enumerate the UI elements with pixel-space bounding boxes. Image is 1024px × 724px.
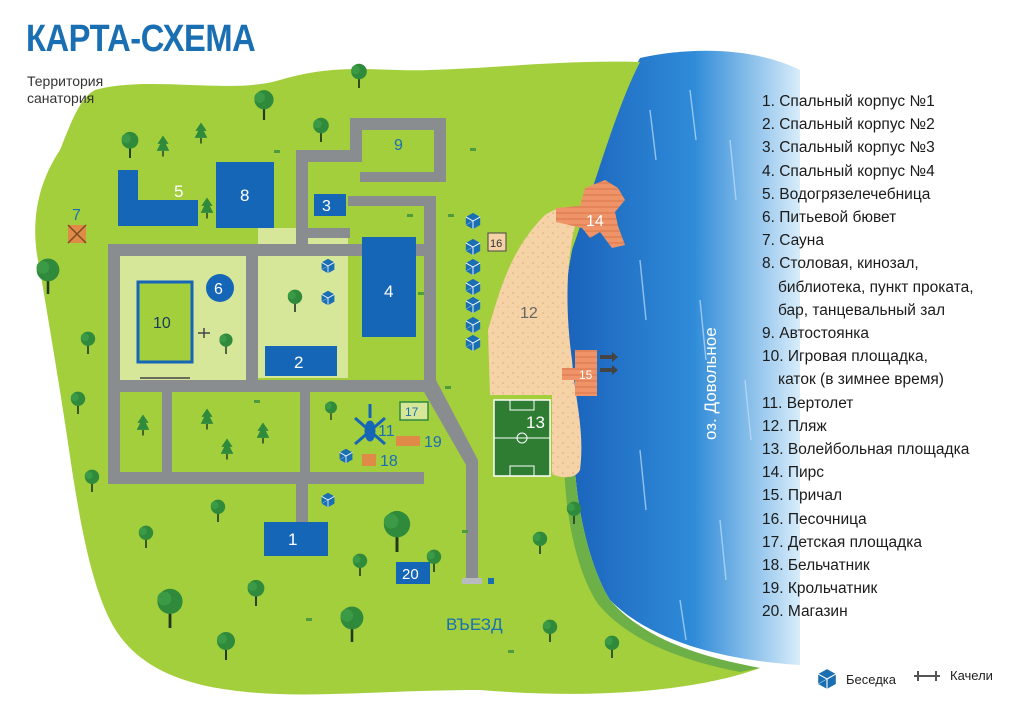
marker-11[interactable]: 11 [378, 423, 395, 440]
well-6 [206, 274, 234, 302]
legend-item-continued: бар, танцевальный зал [778, 301, 946, 319]
building-8 [216, 162, 274, 228]
legend-item: 11. Вертолет [762, 394, 854, 412]
marker-2[interactable]: 2 [294, 353, 303, 372]
legend-item: 14. Пирс [762, 464, 825, 482]
legend-item: 6. Питьевой бювет [762, 209, 897, 227]
building-4 [362, 237, 416, 337]
marker-9[interactable]: 9 [394, 137, 403, 154]
legend-item-continued: библиотека, пункт проката, [778, 278, 974, 296]
legend-item: 1. Спальный корпус №1 [762, 93, 935, 110]
legend-list: 1. Спальный корпус №1 2. Спальный корпус… [762, 90, 1022, 624]
building-20 [396, 562, 430, 584]
subtitle-line-2: санатория [27, 90, 95, 106]
marker-12[interactable]: 12 [520, 305, 538, 322]
kids-playground-17 [399, 401, 429, 421]
dock-15 [562, 350, 618, 396]
legend-item: 17. Детская площадка [762, 533, 922, 551]
key-swings-label: Качели [950, 668, 993, 683]
squirrel-house-18 [362, 454, 376, 466]
legend-item: 5. Водогрязелечебница [762, 185, 931, 203]
marker-10[interactable]: 10 [153, 315, 171, 332]
grass-tufts [254, 148, 514, 653]
helicopter-11 [354, 404, 386, 446]
lake [563, 50, 800, 665]
marker-15[interactable]: 15 [579, 368, 593, 382]
marker-19[interactable]: 19 [424, 434, 442, 451]
water-ripples [639, 89, 752, 641]
page-subtitle: Территория санатория [27, 73, 147, 107]
legend-item: 18. Бельчатник [762, 557, 870, 575]
legend-item: 7. Сауна [762, 232, 824, 250]
key-swings: Качели [912, 668, 993, 683]
marker-18[interactable]: 18 [380, 453, 398, 470]
legend-item: 12. Пляж [762, 417, 827, 435]
legend-item-continued: каток (в зимнее время) [778, 371, 944, 389]
marker-13[interactable]: 13 [526, 413, 545, 432]
legend-item: 4. Спальный корпус №4 [762, 162, 935, 180]
key-gazebo-label: Беседка [846, 671, 896, 687]
building-3 [314, 194, 346, 216]
sauna [67, 224, 87, 244]
marker-4[interactable]: 4 [384, 282, 393, 301]
rabbit-house-19 [396, 436, 420, 446]
legend-item: 9. Автостоянка [762, 325, 870, 343]
marker-7[interactable]: 7 [72, 207, 81, 224]
lake-label: оз. Довольное [701, 327, 720, 440]
marker-17[interactable]: 17 [405, 405, 419, 419]
legend-item: 8. Столовая, кинозал, [762, 255, 919, 273]
legend-item: 10. Игровая площадка, [762, 348, 928, 366]
legend-item: 3. Спальный корпус №3 [762, 139, 935, 157]
subtitle-line-1: Территория [27, 73, 104, 89]
legend-item: 19. Крольчатник [762, 580, 878, 598]
swings [140, 328, 210, 379]
marker-8[interactable]: 8 [240, 186, 249, 205]
marker-16[interactable]: 16 [490, 238, 502, 250]
building-1 [264, 522, 328, 556]
gazebo-icon [817, 668, 837, 690]
road-network [108, 118, 478, 580]
swings-icon [914, 670, 940, 681]
entrance-gate [462, 578, 482, 584]
marker-5[interactable]: 5 [174, 182, 183, 201]
marker-3[interactable]: 3 [322, 198, 331, 215]
legend-item: 16. Песочница [762, 510, 867, 528]
page-title: КАРТА-СХЕМА [26, 18, 256, 60]
marker-1[interactable]: 1 [288, 530, 297, 549]
legend-item: 20. Магазин [762, 603, 848, 621]
playground-10 [136, 280, 194, 364]
pier-14 [556, 180, 625, 248]
marker-6[interactable]: 6 [214, 281, 223, 298]
key-gazebo: Беседка [816, 668, 896, 690]
buildings [118, 162, 430, 584]
sandbox-16 [487, 232, 507, 252]
legend-item: 13. Волейбольная площадка [762, 441, 970, 459]
beach [488, 206, 582, 478]
legend-item: 15. Причал [762, 487, 843, 505]
marker-14[interactable]: 14 [586, 213, 604, 230]
building-2 [265, 346, 337, 376]
legend-item: 2. Спальный корпус №2 [762, 116, 935, 134]
marker-20[interactable]: 20 [402, 566, 419, 583]
entrance-label: ВЪЕЗД [446, 615, 503, 634]
